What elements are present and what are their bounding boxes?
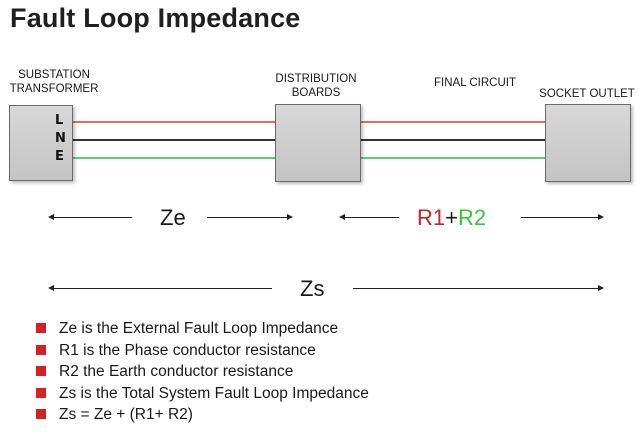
list-item: R1 is the Phase conductor resistance [36,340,369,362]
bullet-square-icon [36,323,46,333]
zs-arrow-right-line [353,288,599,289]
ze-arrow-left-head [48,214,54,220]
list-item: Zs is the Total System Fault Loop Impeda… [36,383,369,405]
list-item-text: Zs = Ze + (R1+ R2) [59,406,193,423]
bullet-square-icon [36,366,46,376]
ze-arrow-left-line [52,217,132,218]
zs-arrow-left-head [48,285,54,291]
zs-label: Zs [300,276,325,301]
definitions-list: Ze is the External Fault Loop Impedance … [36,318,369,426]
zs-arrow-left-line [52,288,272,289]
socket-outlet-box [545,104,631,182]
substation-label-line1: SUBSTATION [18,69,90,81]
r1r2-arrow-right-line [521,217,599,218]
list-item-text: R2 the Earth conductor resistance [59,363,294,380]
r1r2-arrow-left-head [339,214,345,220]
distribution-board-box [275,104,361,182]
diagram-title: Fault Loop Impedance [10,3,301,33]
r1-label: R1 [417,205,446,230]
conductor-label-neutral: N [55,131,66,146]
list-item: R2 the Earth conductor resistance [36,361,369,383]
conductor-label-earth: E [55,149,64,164]
r1r2-arrow-right-head [598,214,604,220]
list-item-text: Zs is the Total System Fault Loop Impeda… [59,384,369,402]
socket-outlet-label: SOCKET OUTLET [539,88,635,100]
ze-arrow-right-head [287,214,293,220]
list-item-text: Ze is the External Fault Loop Impedance [59,320,339,337]
substation-label-line2: TRANSFORMER [9,83,99,95]
list-item-text: R1 is the Phase conductor resistance [59,341,316,359]
bullet-square-icon [36,409,46,419]
conductor-label-line: L [55,113,64,128]
list-item: Ze is the External Fault Loop Impedance [36,318,369,340]
r2-label: R2 [457,205,487,230]
final-circuit-label: FINAL CIRCUIT [434,77,516,89]
substation-transformer-label: SUBSTATION TRANSFORMER [4,68,104,96]
ze-arrow-right-line [207,217,288,218]
distribution-label-line2: BOARDS [291,87,341,99]
zs-arrow-right-head [598,285,604,291]
distribution-label-line1: DISTRIBUTION [275,73,357,85]
r1r2-arrow-left-line [343,217,399,218]
plus-sign: + [445,205,458,230]
list-item: Zs = Ze + (R1+ R2) [36,404,369,426]
r1r2-label: R1+R2 [417,205,486,231]
substation-transformer-box [9,105,73,181]
distribution-boards-label: DISTRIBUTION BOARDS [266,72,366,100]
ze-label: Ze [160,205,186,230]
bullet-square-icon [36,387,46,398]
bullet-square-icon [36,344,46,355]
